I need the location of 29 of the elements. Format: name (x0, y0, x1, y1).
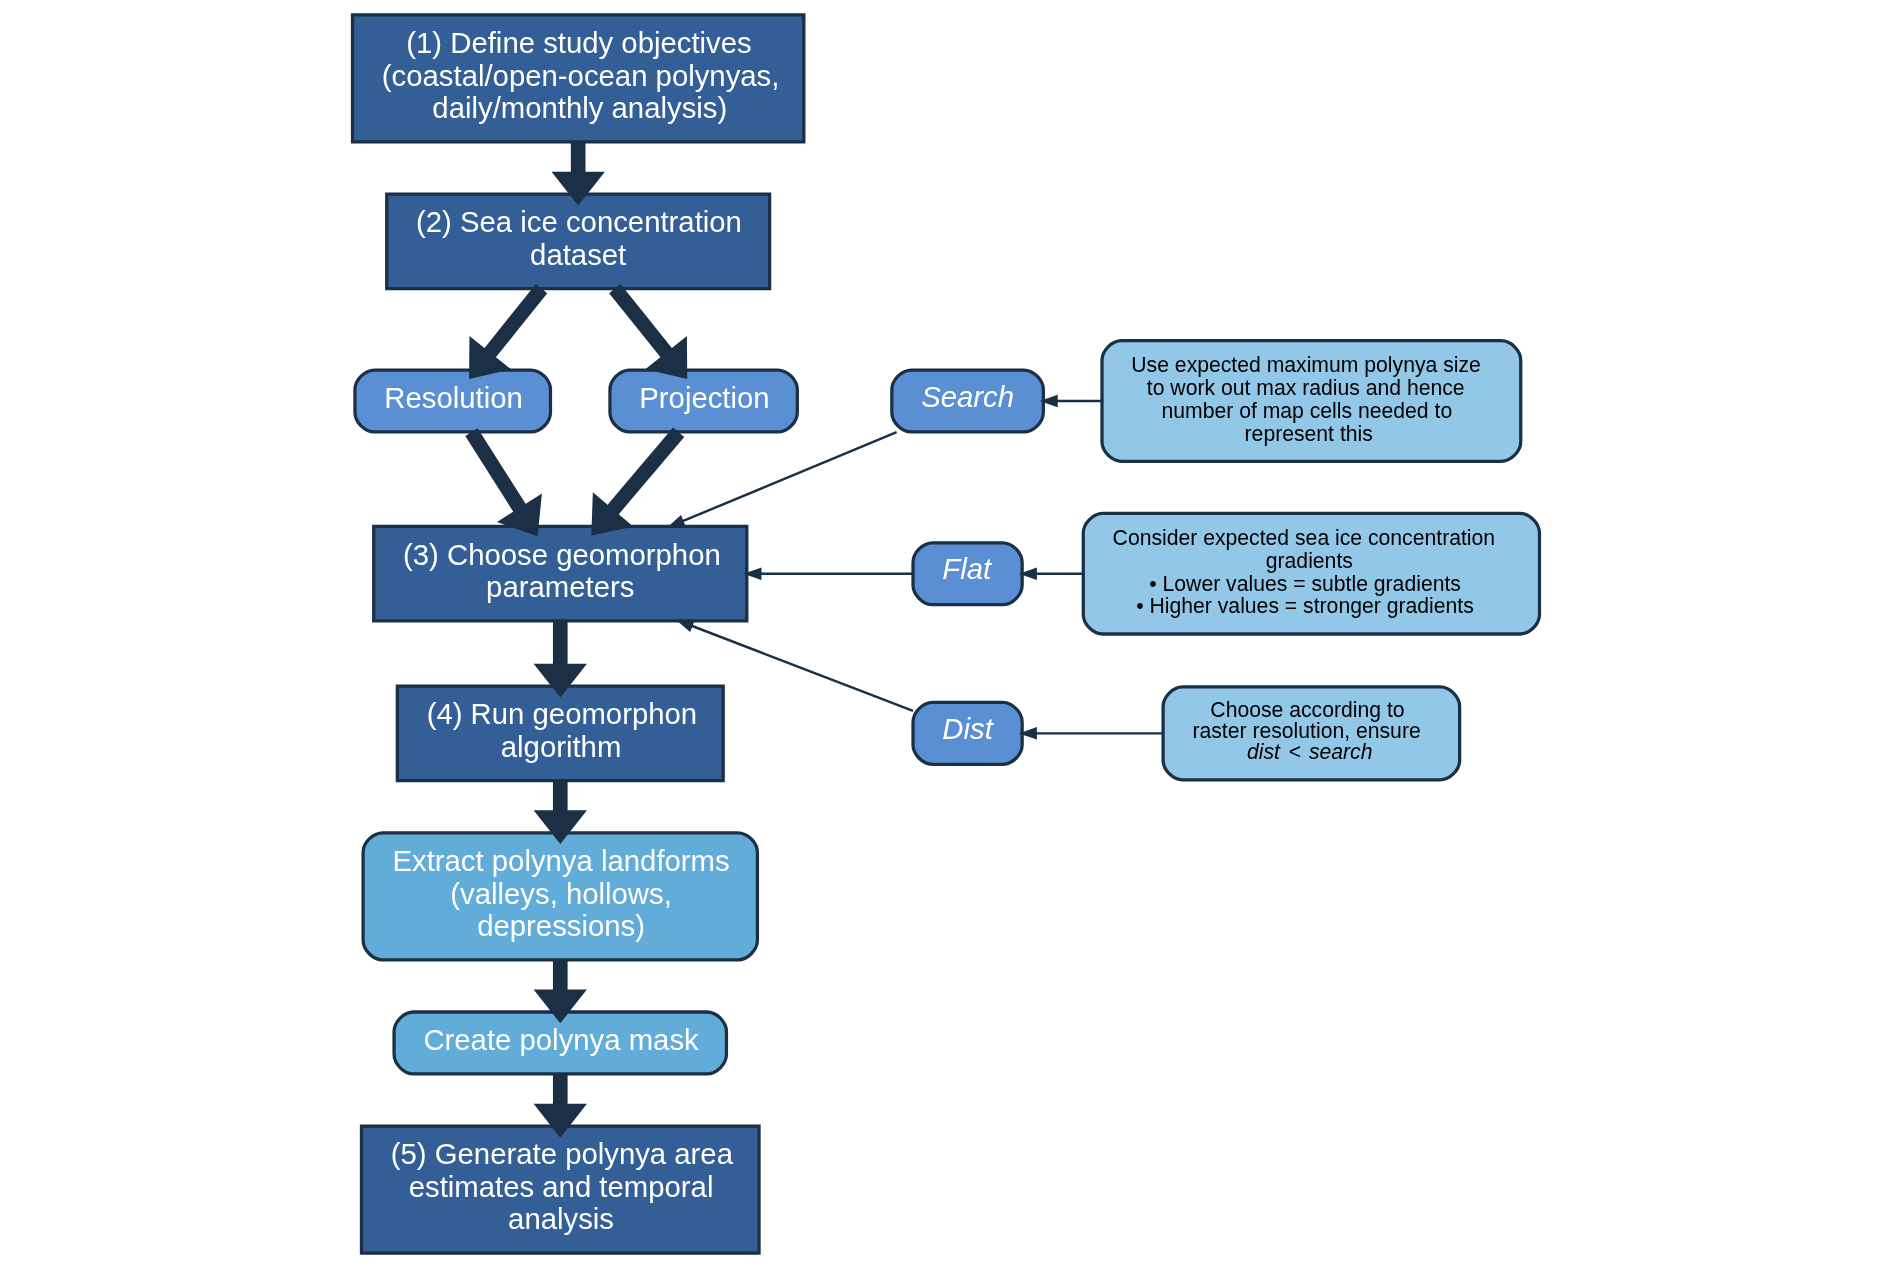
node-box: Dist (911, 700, 1024, 766)
node-box: (4) Run geomorphon algorithm (395, 684, 725, 783)
node-box: Flat (911, 541, 1024, 607)
node-box: Consider expected sea ice concentration gradients • Lower values = subtle gradients • Higher values = stronger gradients (1081, 511, 1542, 636)
node-box: Choose according to raster resolution, ensure dist < search (1161, 685, 1462, 782)
arrow (1018, 567, 1083, 580)
arrow (1018, 727, 1164, 740)
arrow (533, 960, 587, 1024)
arrow (533, 1074, 587, 1138)
node-box: Resolution (353, 368, 553, 434)
node-box: Search (890, 368, 1045, 434)
node-box: (5) Generate polynya area estimates and temporal analysis (359, 1124, 761, 1255)
node-box: (3) Choose geomorphon parameters (372, 524, 749, 623)
node-box: (2) Sea ice concentration dataset (385, 192, 772, 291)
node-box: Extract polynya landforms (valleys, hollows, depressions) (361, 831, 760, 962)
node-box: (1) Define study objectives (coastal/open-ocean polynyas, daily/monthly analysis) (350, 13, 806, 144)
arrow (533, 780, 587, 845)
arrow (743, 567, 913, 580)
node-box: Create polynya mask (392, 1010, 729, 1076)
arrow (533, 621, 587, 698)
arrow (675, 619, 914, 712)
arrow (465, 428, 542, 537)
arrow (551, 142, 605, 206)
arrow (1039, 394, 1102, 408)
node-box: Projection (608, 368, 799, 434)
arrow (469, 284, 548, 379)
node-box: Use expected maximum polynya size to work out max radius and hence number of map cells needed to represent this (1100, 339, 1523, 463)
arrow (609, 284, 688, 379)
arrow (591, 427, 685, 536)
